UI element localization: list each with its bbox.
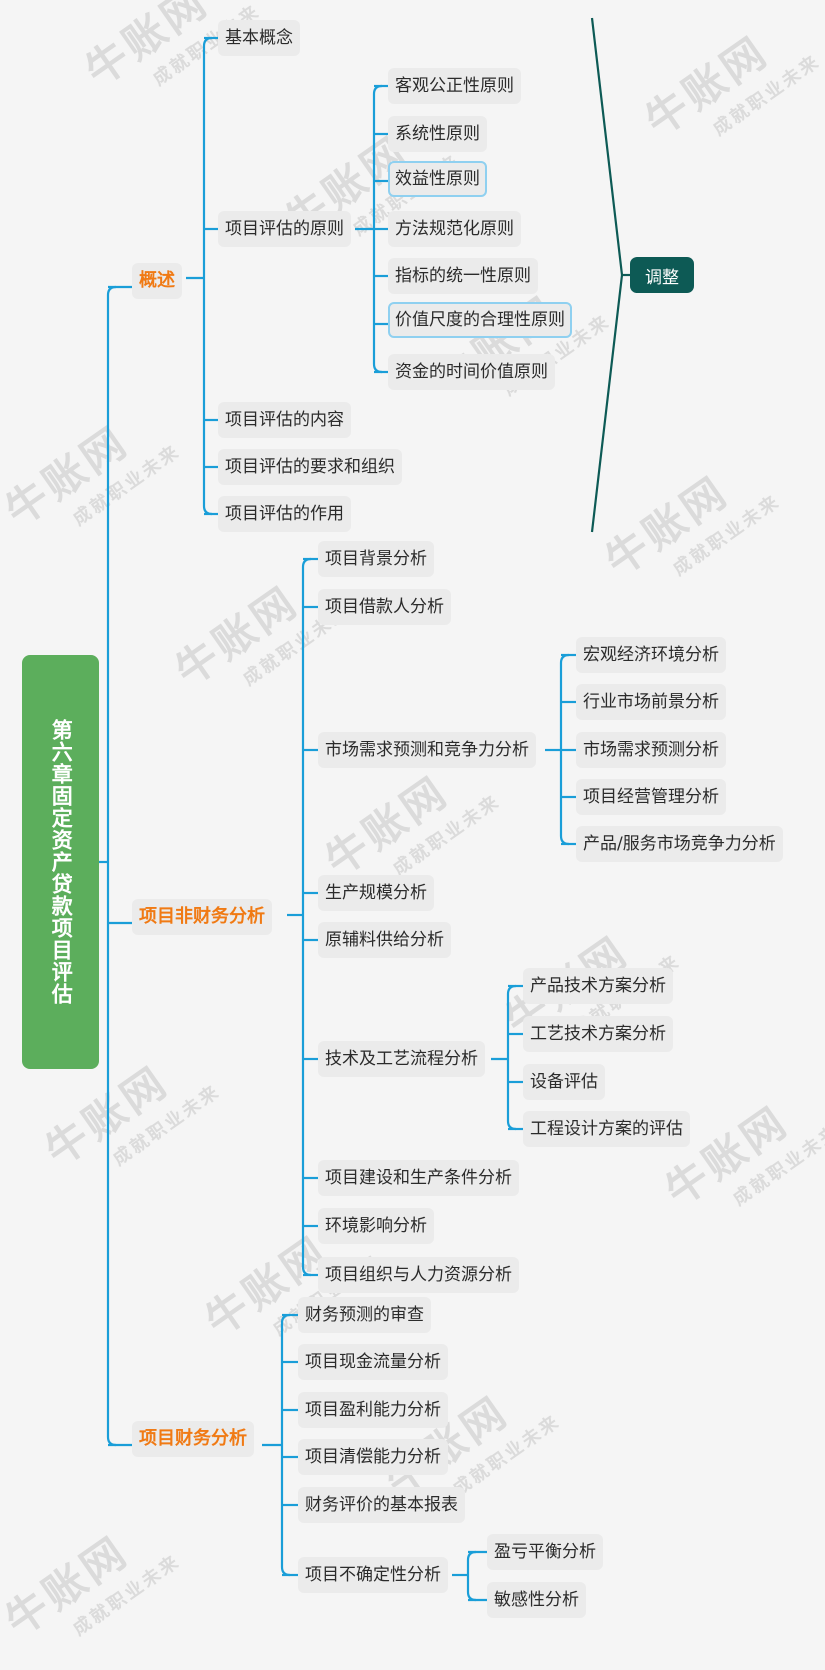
node-xianjin[interactable]: 项目现金流量分析	[298, 1344, 448, 1380]
node-buqueding-1[interactable]: 盈亏平衡分析	[487, 1534, 603, 1570]
node-jishu-3[interactable]: 设备评估	[523, 1064, 605, 1100]
branch-feicaiwu[interactable]: 项目非财务分析	[132, 899, 272, 935]
node-yuanze-1[interactable]: 客观公正性原则	[388, 68, 521, 104]
branch-caiwu[interactable]: 项目财务分析	[132, 1421, 254, 1457]
node-yuanze-6[interactable]: 价值尺度的合理性原则	[388, 302, 572, 338]
node-shichang-1[interactable]: 宏观经济环境分析	[576, 637, 726, 673]
node-jianshe[interactable]: 项目建设和生产条件分析	[318, 1160, 519, 1196]
node-yuce[interactable]: 财务预测的审查	[298, 1297, 431, 1333]
node-yuanze[interactable]: 项目评估的原则	[218, 211, 351, 247]
node-shichang-3[interactable]: 市场需求预测分析	[576, 732, 726, 768]
node-buqueding-2[interactable]: 敏感性分析	[487, 1582, 586, 1618]
node-zuzhi[interactable]: 项目组织与人力资源分析	[318, 1257, 519, 1293]
node-yuanze-7[interactable]: 资金的时间价值原则	[388, 354, 555, 390]
node-shichang[interactable]: 市场需求预测和竞争力分析	[318, 732, 536, 768]
node-yuanze-5[interactable]: 指标的统一性原则	[388, 258, 538, 294]
node-yuanze-2[interactable]: 系统性原则	[388, 116, 487, 152]
node-yuanze-4[interactable]: 方法规范化原则	[388, 211, 521, 247]
node-zuoyong[interactable]: 项目评估的作用	[218, 496, 351, 532]
node-beijing[interactable]: 项目背景分析	[318, 541, 434, 577]
node-qingchang[interactable]: 项目清偿能力分析	[298, 1439, 448, 1475]
node-jiekuanren[interactable]: 项目借款人分析	[318, 589, 451, 625]
node-guimo[interactable]: 生产规模分析	[318, 875, 434, 911]
node-jiben[interactable]: 基本概念	[218, 20, 300, 56]
node-jishu[interactable]: 技术及工艺流程分析	[318, 1041, 485, 1077]
node-yaoqiu[interactable]: 项目评估的要求和组织	[218, 449, 402, 485]
node-buqueding[interactable]: 项目不确定性分析	[298, 1557, 448, 1593]
node-shichang-4[interactable]: 项目经营管理分析	[576, 779, 726, 815]
branch-gaishu[interactable]: 概述	[132, 263, 182, 299]
summary-label[interactable]: 调整	[630, 257, 694, 293]
node-yuanze-3[interactable]: 效益性原则	[388, 161, 487, 197]
node-shichang-5[interactable]: 产品/服务市场竞争力分析	[576, 826, 783, 862]
node-neirong[interactable]: 项目评估的内容	[218, 402, 351, 438]
root-topic[interactable]: 第六章固定资产贷款项目评估	[22, 655, 99, 1069]
node-jishu-2[interactable]: 工艺技术方案分析	[523, 1016, 673, 1052]
node-yingli[interactable]: 项目盈利能力分析	[298, 1392, 448, 1428]
node-jishu-4[interactable]: 工程设计方案的评估	[523, 1111, 690, 1147]
node-yuanfuliao[interactable]: 原辅料供给分析	[318, 922, 451, 958]
node-huanjing[interactable]: 环境影响分析	[318, 1208, 434, 1244]
node-baobiao[interactable]: 财务评价的基本报表	[298, 1487, 465, 1523]
node-jishu-1[interactable]: 产品技术方案分析	[523, 968, 673, 1004]
node-shichang-2[interactable]: 行业市场前景分析	[576, 684, 726, 720]
